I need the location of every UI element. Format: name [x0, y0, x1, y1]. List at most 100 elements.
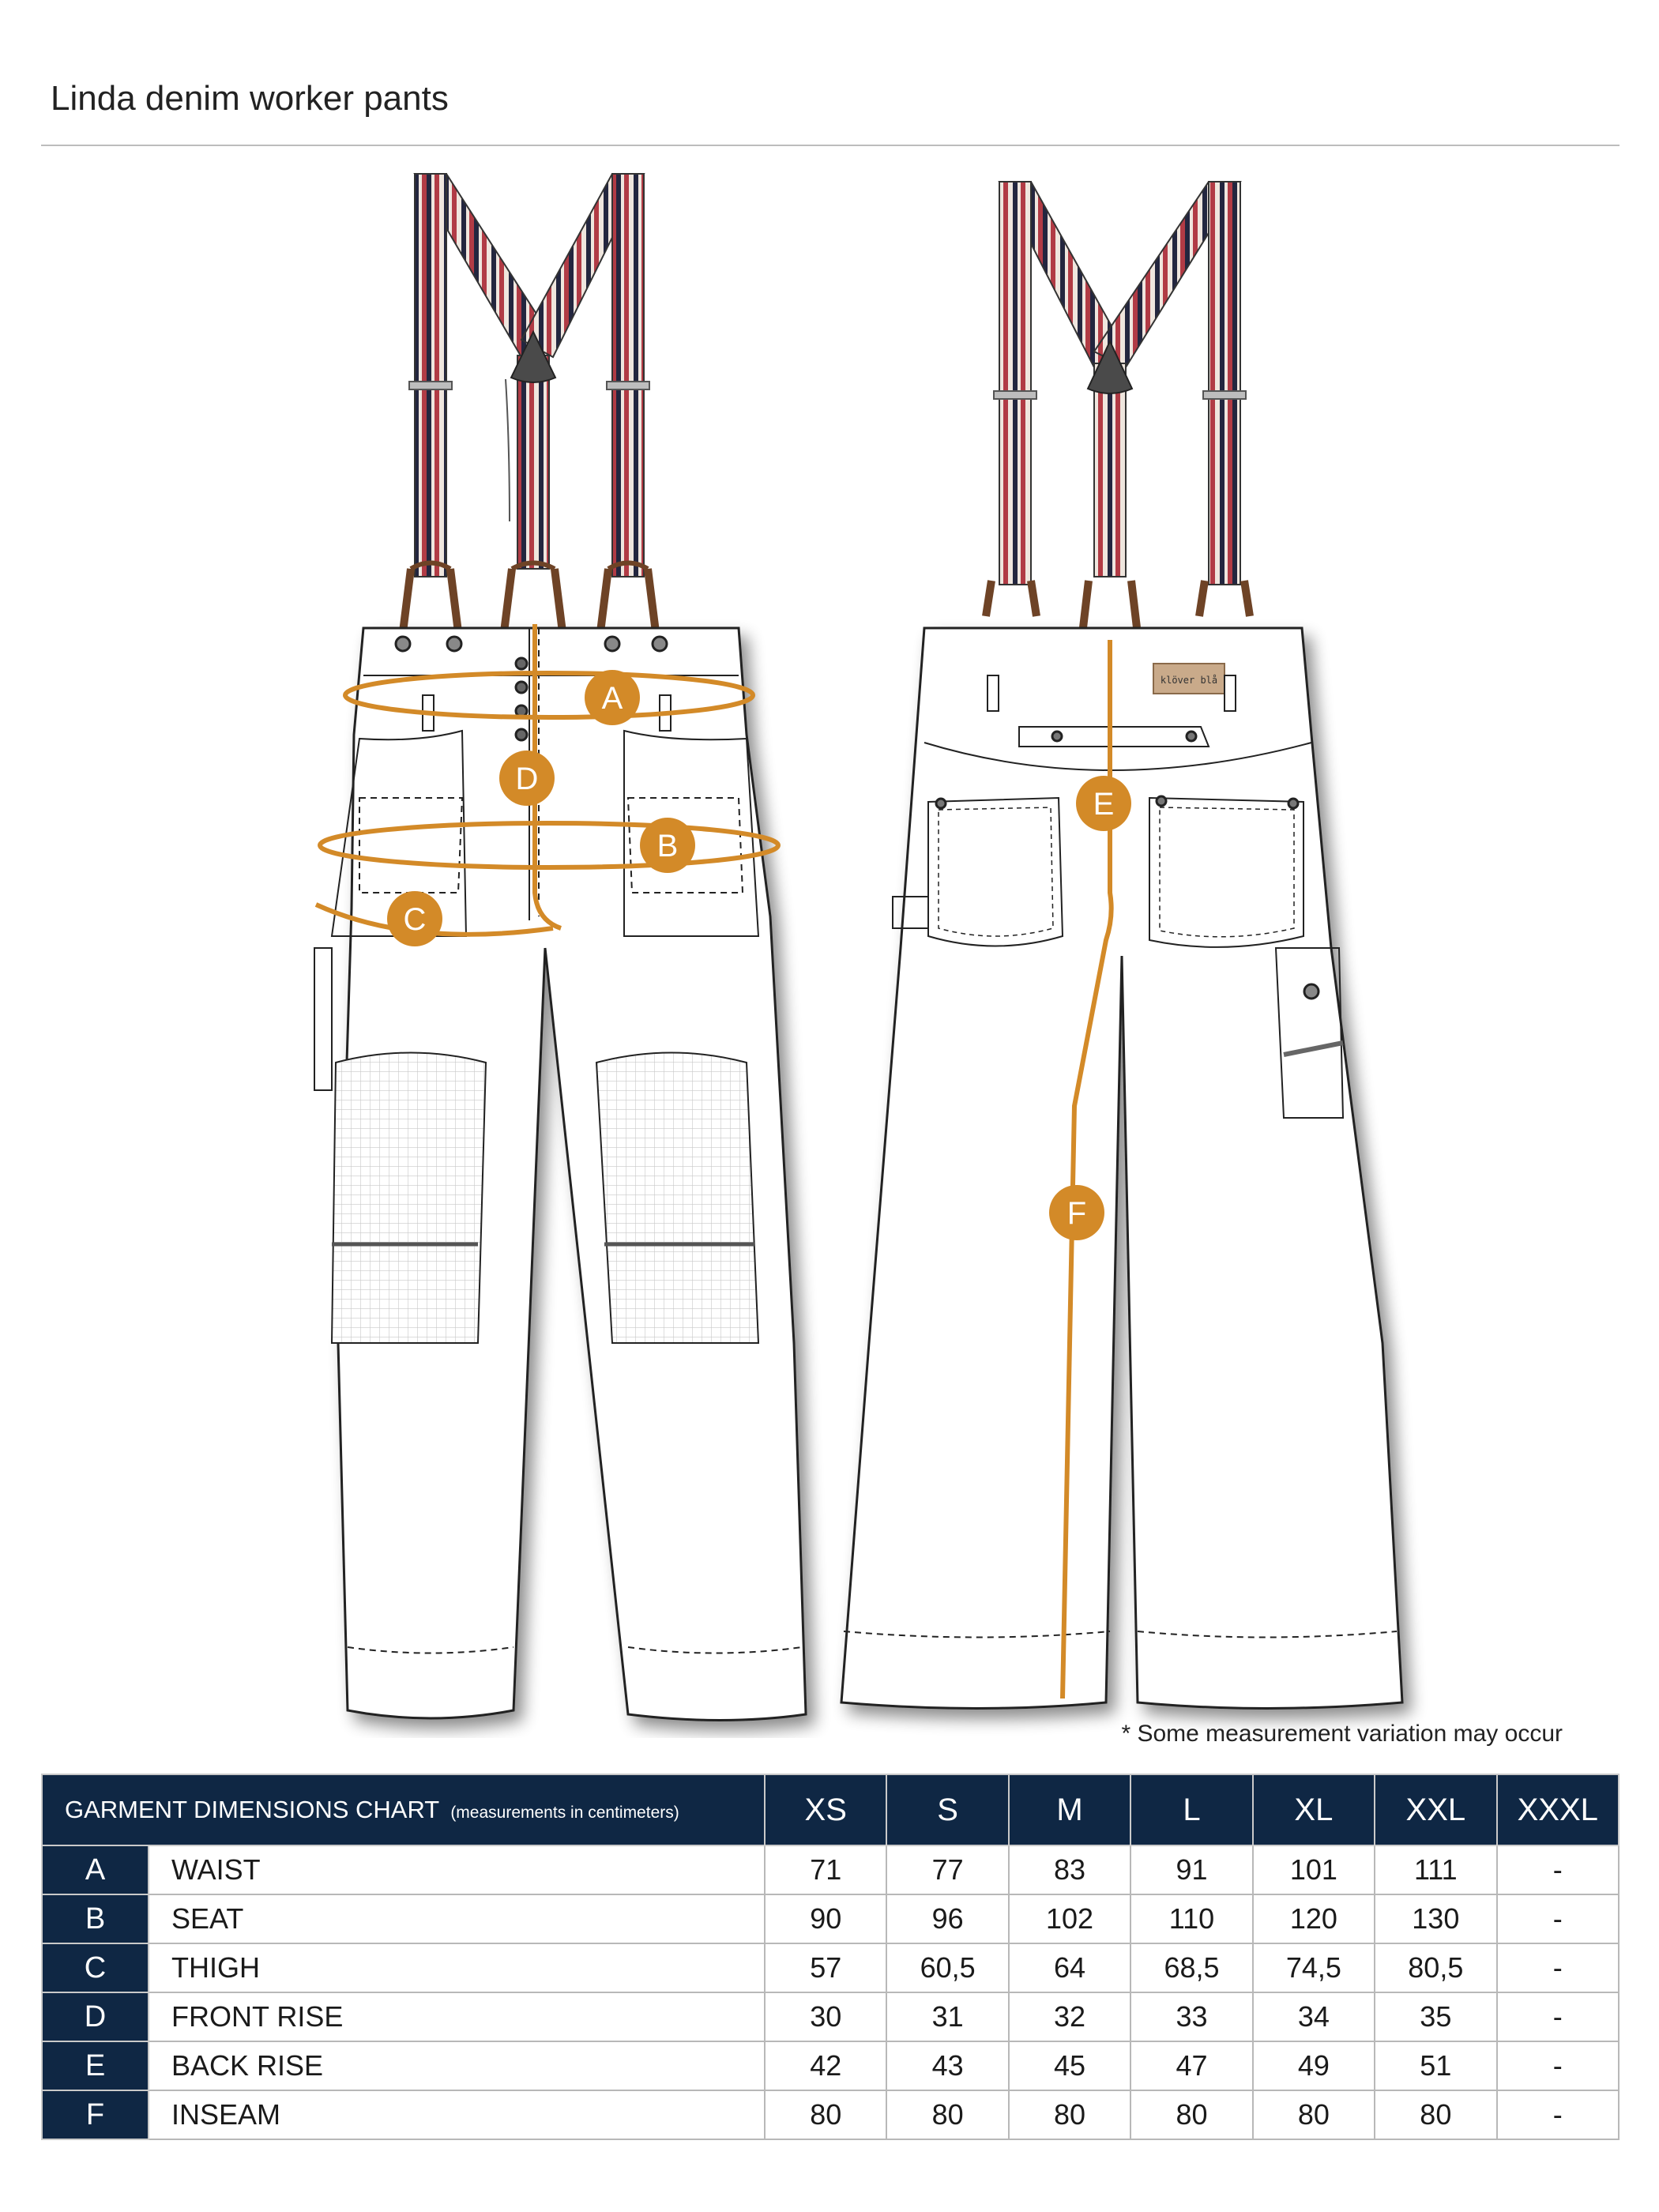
marker-c: C	[387, 891, 442, 946]
table-cell: 130	[1374, 1894, 1498, 1944]
table-cell: 77	[886, 1845, 1010, 1895]
table-cell: -	[1495, 1845, 1620, 1895]
measurement-note: * Some measurement variation may occur	[1121, 1721, 1563, 1747]
front-measurement-lines	[314, 624, 781, 937]
garment-technical-drawing: klöver blå A D B C	[314, 173, 1404, 1721]
table-row: B SEAT 90 96 102 110 120 130 -	[41, 1894, 1620, 1944]
table-cell: 51	[1374, 2041, 1498, 2091]
table-cell: 74,5	[1251, 1943, 1376, 1993]
measurement-name: BACK RISE	[148, 2041, 766, 2091]
table-cell: -	[1495, 1992, 1620, 2042]
page-title: Linda denim worker pants	[51, 79, 449, 118]
table-cell: 33	[1130, 1992, 1254, 2042]
chart-subtitle: (measurements in centimeters)	[450, 1804, 679, 1822]
table-cell: -	[1495, 2041, 1620, 2091]
front-suspenders	[399, 173, 660, 633]
table-cell: 80	[763, 2090, 888, 2140]
svg-text:E: E	[1093, 787, 1115, 822]
table-cell: -	[1495, 1943, 1620, 1993]
table-cell: 111	[1374, 1845, 1498, 1895]
table-cell: 30	[763, 1992, 888, 2042]
back-pants-outline	[840, 626, 1404, 1710]
back-suspenders	[982, 181, 1254, 649]
measurement-markers: A D B C E F	[387, 670, 1131, 1240]
garment-dimensions-chart: GARMENT DIMENSIONS CHART (measurements i…	[41, 1774, 1620, 2140]
table-cell: 64	[1007, 1943, 1132, 1993]
table-cell: 31	[886, 1992, 1010, 2042]
back-measurement-lines	[1060, 640, 1114, 1699]
svg-text:B: B	[657, 829, 679, 863]
table-cell: 42	[763, 2041, 888, 2091]
size-header: XXL	[1374, 1774, 1498, 1846]
table-cell: 120	[1251, 1894, 1376, 1944]
measurement-name: INSEAM	[148, 2090, 766, 2140]
row-letter: D	[41, 1992, 149, 2042]
chart-title: GARMENT DIMENSIONS CHART (measurements i…	[41, 1774, 766, 1846]
svg-text:C: C	[404, 902, 427, 937]
svg-text:A: A	[602, 681, 623, 716]
table-cell: 80	[1251, 2090, 1376, 2140]
table-cell: 71	[763, 1845, 888, 1895]
size-header: XXXL	[1495, 1774, 1620, 1846]
back-brand-label	[1153, 663, 1225, 694]
front-pants-outline	[337, 626, 807, 1721]
measurement-name: SEAT	[148, 1894, 766, 1944]
measurement-name: FRONT RISE	[148, 1992, 766, 2042]
table-cell: 80	[886, 2090, 1010, 2140]
table-row: A WAIST 71 77 83 91 101 111 -	[41, 1845, 1620, 1895]
table-cell: 32	[1007, 1992, 1132, 2042]
row-letter: E	[41, 2041, 149, 2091]
marker-b: B	[640, 818, 695, 873]
svg-text:D: D	[516, 762, 539, 796]
row-letter: B	[41, 1894, 149, 1944]
size-header: S	[886, 1774, 1010, 1846]
table-row: D FRONT RISE 30 31 32 33 34 35 -	[41, 1992, 1620, 2042]
table-cell: 43	[886, 2041, 1010, 2091]
table-cell: 80	[1130, 2090, 1254, 2140]
chart-header-row: GARMENT DIMENSIONS CHART (measurements i…	[41, 1774, 1620, 1846]
measurement-name: WAIST	[148, 1845, 766, 1895]
table-cell: 60,5	[886, 1943, 1010, 1993]
back-view: klöver blå	[840, 181, 1404, 1710]
table-cell: 110	[1130, 1894, 1254, 1944]
table-cell: 49	[1251, 2041, 1376, 2091]
svg-text:F: F	[1067, 1196, 1086, 1231]
brand-label-text: klöver blå	[1161, 675, 1217, 686]
table-row: E BACK RISE 42 43 45 47 49 51 -	[41, 2041, 1620, 2091]
table-cell: 91	[1130, 1845, 1254, 1895]
table-cell: 80,5	[1374, 1943, 1498, 1993]
front-right-knee-patch	[595, 1051, 760, 1344]
marker-f: F	[1049, 1185, 1104, 1240]
table-cell: 47	[1130, 2041, 1254, 2091]
front-view	[314, 173, 807, 1721]
table-cell: 83	[1007, 1845, 1132, 1895]
size-header: XL	[1251, 1774, 1376, 1846]
table-cell: 34	[1251, 1992, 1376, 2042]
table-row: C THIGH 57 60,5 64 68,5 74,5 80,5 -	[41, 1943, 1620, 1993]
table-cell: 90	[763, 1894, 888, 1944]
table-cell: 68,5	[1130, 1943, 1254, 1993]
row-letter: C	[41, 1943, 149, 1993]
size-header: XS	[763, 1774, 888, 1846]
row-letter: F	[41, 2090, 149, 2140]
row-letter: A	[41, 1845, 149, 1895]
size-header: L	[1130, 1774, 1254, 1846]
table-cell: 96	[886, 1894, 1010, 1944]
table-cell: -	[1495, 2090, 1620, 2140]
marker-e: E	[1076, 776, 1131, 831]
table-cell: 35	[1374, 1992, 1498, 2042]
table-cell: 80	[1007, 2090, 1132, 2140]
table-cell: 45	[1007, 2041, 1132, 2091]
table-cell: 102	[1007, 1894, 1132, 1944]
title-divider	[41, 145, 1620, 146]
table-cell: 101	[1251, 1845, 1376, 1895]
table-cell: 57	[763, 1943, 888, 1993]
size-header: M	[1007, 1774, 1132, 1846]
marker-d: D	[499, 750, 555, 806]
table-cell: -	[1495, 1894, 1620, 1944]
table-row: F INSEAM 80 80 80 80 80 80 -	[41, 2090, 1620, 2140]
marker-a: A	[585, 670, 640, 725]
front-left-knee-patch	[330, 1051, 487, 1344]
measurement-name: THIGH	[148, 1943, 766, 1993]
table-cell: 80	[1374, 2090, 1498, 2140]
